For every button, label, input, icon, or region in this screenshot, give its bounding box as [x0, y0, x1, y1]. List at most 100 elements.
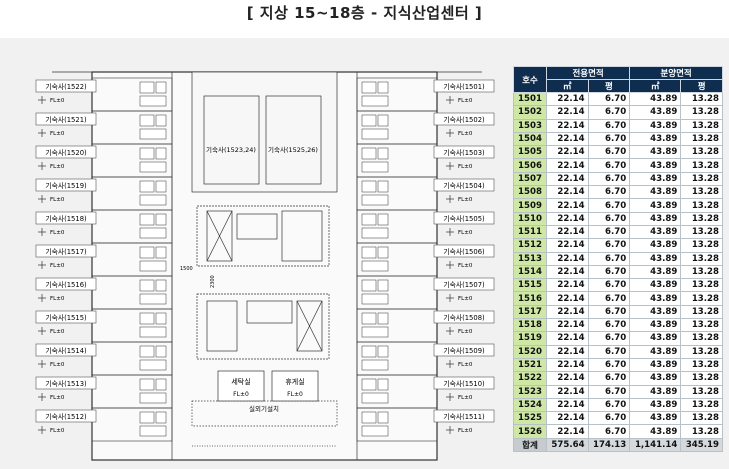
lounge-room: 휴게실 FL±0	[271, 370, 319, 402]
unit-number: 1508	[513, 185, 547, 200]
area-value: 13.28	[680, 158, 723, 173]
right-dorm-room: 기숙사(1507) FL±0	[356, 275, 495, 310]
area-value: 6.70	[587, 424, 631, 439]
unit-number: 1517	[513, 304, 547, 320]
area-value: 22.14	[546, 171, 589, 187]
area-value: 13.28	[680, 278, 723, 293]
laundry-fl: FL±0	[233, 391, 249, 398]
area-value: 43.89	[629, 105, 682, 120]
unit-number: 1504	[513, 131, 547, 147]
room-label: 기숙사(1509)	[443, 346, 485, 355]
unit-number: 1521	[513, 357, 547, 373]
unit-number: 1516	[513, 291, 547, 306]
left-dorm-room: 기숙사(1517)FL±0	[35, 242, 173, 277]
area-value: 13.28	[680, 171, 723, 187]
room-label: 기숙사(1501)	[443, 82, 485, 91]
dimension-2300: 2300	[210, 275, 216, 288]
area-value: 13.28	[680, 264, 723, 280]
area-value: 6.70	[587, 318, 631, 333]
area-value: 43.89	[629, 211, 682, 226]
area-value: 13.28	[680, 131, 723, 147]
area-value: 43.89	[629, 397, 682, 413]
area-value: 22.14	[546, 291, 589, 306]
unit-number: 1518	[513, 318, 547, 333]
room-label: 기숙사(1510)	[443, 379, 485, 388]
area-value: 22.14	[546, 251, 589, 266]
left-dorm-room: 기숙사(1513)FL±0	[35, 374, 173, 409]
unit-number: 1526	[513, 424, 547, 439]
area-value: 43.89	[629, 198, 682, 213]
floor-level: FL±0	[458, 263, 473, 269]
area-value: 6.70	[587, 118, 631, 133]
floor-level: FL±0	[458, 296, 473, 302]
area-value: 43.89	[629, 357, 682, 373]
area-value: 22.14	[546, 384, 589, 399]
area-value: 13.28	[680, 118, 723, 133]
unit-number: 1512	[513, 238, 547, 253]
floor-level: FL±0	[50, 197, 65, 203]
total-value: 174.13	[587, 437, 631, 453]
floor-level: FL±0	[458, 362, 473, 368]
area-value: 6.70	[587, 105, 631, 120]
area-value: 22.14	[546, 131, 589, 147]
room-label: 기숙사(1512)	[45, 412, 87, 421]
room-label: 기숙사(1517)	[45, 247, 87, 256]
room-label: 기숙사(1521)	[45, 115, 87, 124]
area-value: 13.28	[680, 291, 723, 306]
area-value: 22.14	[546, 331, 589, 346]
sub-header-pyeong: 평	[587, 79, 631, 93]
floor-level: FL±0	[50, 164, 65, 170]
area-value: 13.28	[680, 304, 723, 320]
header-unit: 호수	[513, 66, 547, 93]
area-value: 43.89	[629, 278, 682, 293]
area-value: 43.89	[629, 145, 682, 160]
unit-number: 1520	[513, 344, 547, 359]
unit-number: 1501	[513, 91, 547, 107]
area-value: 43.89	[629, 264, 682, 280]
area-value: 13.28	[680, 251, 723, 266]
area-value: 22.14	[546, 264, 589, 280]
room-label: 기숙사(1516)	[45, 280, 87, 289]
room-label: 기숙사(1502)	[443, 115, 485, 124]
area-value: 13.28	[680, 145, 723, 160]
unit-number: 1511	[513, 224, 547, 240]
area-value: 6.70	[587, 384, 631, 399]
area-value: 22.14	[546, 424, 589, 439]
floor-level: FL±0	[50, 395, 65, 401]
floor-level: FL±0	[458, 329, 473, 335]
area-value: 13.28	[680, 198, 723, 213]
floor-level: FL±0	[458, 230, 473, 236]
area-value: 6.70	[587, 397, 631, 413]
area-value: 43.89	[629, 291, 682, 306]
right-dorm-room: 기숙사(1510)FL±0	[356, 374, 495, 409]
area-value: 43.89	[629, 91, 682, 107]
header-sale-area: 분양면적	[629, 66, 723, 80]
area-value: 43.89	[629, 158, 682, 173]
room-label: 기숙사(1514)	[45, 346, 87, 355]
outdoor-unit-label: 실외기설치	[249, 404, 279, 413]
area-value: 6.70	[587, 291, 631, 306]
room-label: 기숙사(1507)	[443, 280, 485, 289]
area-value: 6.70	[587, 411, 631, 426]
laundry-label: 세탁실	[231, 377, 250, 386]
area-value: 6.70	[587, 357, 631, 373]
room-label: 기숙사(1519)	[45, 181, 87, 190]
area-value: 43.89	[629, 344, 682, 359]
laundry-room: 세탁실 FL±0	[217, 370, 265, 402]
area-value: 43.89	[629, 185, 682, 200]
header-exclusive-area: 전용면적	[545, 66, 631, 80]
total-value: 345.19	[680, 437, 723, 453]
right-dorm-room: 기숙사(1502)FL±0	[356, 110, 495, 145]
area-value: 13.28	[680, 357, 723, 373]
area-value: 22.14	[546, 238, 589, 253]
